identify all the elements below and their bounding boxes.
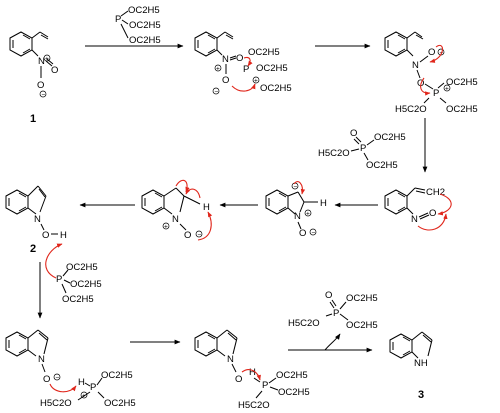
c3-nh: NH bbox=[414, 358, 428, 369]
phosphate1-oet-1: OC2H5 bbox=[374, 132, 406, 143]
int-a-o-minus: O bbox=[222, 75, 229, 86]
phosphite2-p: P bbox=[56, 274, 62, 285]
int-a-oet-2: OC2H5 bbox=[256, 63, 288, 74]
svg-text:−: − bbox=[42, 92, 46, 99]
int-a-p: P bbox=[243, 64, 249, 75]
c3b-n: N bbox=[227, 354, 234, 365]
c3a-p: P bbox=[90, 382, 96, 393]
svg-text:+: + bbox=[164, 224, 168, 231]
c3a-n: N bbox=[38, 354, 45, 365]
intermediate-b: N O − O P + OC2H5 H5C2O OC2H5 bbox=[384, 31, 478, 115]
indoline-intermediate-carbanion: H − N + O − bbox=[265, 181, 327, 239]
compound-3-indole: NH bbox=[389, 331, 433, 369]
c2-o: O bbox=[42, 230, 49, 241]
c3b-oet-2: OC2H5 bbox=[278, 387, 310, 398]
compound-label-1: 1 bbox=[30, 113, 36, 125]
compound-label-3: 3 bbox=[418, 389, 424, 401]
phosphite-oet-1: OC2H5 bbox=[128, 5, 160, 16]
int-b-h5c2o: H5C2O bbox=[395, 104, 427, 115]
svg-text:+: + bbox=[216, 66, 220, 73]
compound-label-2: 2 bbox=[30, 243, 36, 255]
svg-text:+: + bbox=[254, 78, 258, 85]
c3a-o: O bbox=[43, 374, 50, 385]
indole-proton-transfer-intermediate: N O H P OC2H5 OC2H5 H5C2O bbox=[194, 329, 310, 411]
triethyl-phosphate-byproduct-1: O P OC2H5 H5C2O OC2H5 bbox=[318, 128, 406, 171]
int-b-oet-2: OC2H5 bbox=[446, 104, 478, 115]
svg-text:+: + bbox=[306, 211, 310, 218]
int-a-o: O bbox=[236, 53, 243, 64]
svg-text:−: − bbox=[294, 184, 298, 191]
phosphate1-o: O bbox=[350, 128, 357, 139]
int-b-n: N bbox=[412, 60, 419, 71]
phosphate1-p: P bbox=[360, 143, 366, 154]
ind1-h: H bbox=[320, 198, 327, 209]
nitro-o-atom: O bbox=[51, 65, 58, 76]
int-a-n: N bbox=[222, 54, 229, 65]
nitroso-ch2: CH2 bbox=[426, 187, 445, 198]
indoline-intermediate-h-shift: H N + O − bbox=[141, 179, 213, 241]
triethyl-phosphite-attack: P OC2H5 OC2H5 OC2H5 bbox=[45, 243, 102, 305]
c3a-h5c2o: H5C2O bbox=[40, 398, 72, 409]
nitro-o-minus-atom: O bbox=[37, 80, 44, 91]
ind1-n: N bbox=[294, 211, 301, 222]
c3b-o: O bbox=[235, 374, 242, 385]
ind2-o: O bbox=[184, 230, 191, 241]
phosphate2-o: O bbox=[325, 290, 332, 301]
byproduct-release-arrow bbox=[324, 333, 341, 351]
phosphate1-h5c2o: H5C2O bbox=[318, 148, 350, 159]
c3a-oet-2: OC2H5 bbox=[104, 398, 136, 409]
nitroso-o: O bbox=[429, 208, 436, 219]
int-b-o: O bbox=[428, 47, 435, 58]
ind2-n: N bbox=[172, 214, 179, 225]
phosphate2-oet-2: OC2H5 bbox=[346, 320, 378, 331]
phosphite2-oet-2: OC2H5 bbox=[70, 279, 102, 290]
phosphate2-h5c2o: H5C2O bbox=[288, 318, 320, 329]
c3b-p: P bbox=[262, 380, 268, 391]
c3a-h: H bbox=[78, 377, 85, 388]
c2-h: H bbox=[60, 230, 67, 241]
int-a-oet-3: OC2H5 bbox=[260, 83, 292, 94]
phosphite-oet-3: OC2H5 bbox=[129, 35, 161, 46]
ind1-o: O bbox=[299, 228, 306, 239]
triethyl-phosphite-reagent: P OC2H5 OC2H5 OC2H5 bbox=[115, 5, 161, 46]
int-a-oet-1: OC2H5 bbox=[248, 47, 280, 58]
svg-text:−: − bbox=[312, 230, 316, 237]
phosphate2-oet-1: OC2H5 bbox=[346, 293, 378, 304]
phosphate1-oet-2: OC2H5 bbox=[366, 160, 398, 171]
intermediate-a: N + O O − P + OC2H5 OC2H5 OC2H5 bbox=[194, 31, 292, 96]
svg-text:−: − bbox=[56, 375, 60, 382]
nitrosostyrene: CH2 N O bbox=[384, 187, 452, 231]
nitro-n-atom: N bbox=[38, 56, 45, 67]
phosphite-p: P bbox=[115, 14, 121, 25]
c3a-oet-1: OC2H5 bbox=[101, 370, 133, 381]
c3b-oet-1: OC2H5 bbox=[276, 370, 308, 381]
phosphate2-p: P bbox=[333, 308, 339, 319]
phosphite2-oet-1: OC2H5 bbox=[66, 262, 98, 273]
int-b-p: P bbox=[433, 88, 439, 99]
svg-text:+: + bbox=[445, 86, 449, 93]
ind2-h: H bbox=[203, 202, 210, 213]
phosphite-oet-2: OC2H5 bbox=[129, 20, 161, 31]
svg-text:−: − bbox=[215, 89, 219, 96]
int-b-oet-1: OC2H5 bbox=[446, 77, 478, 88]
svg-text:−: − bbox=[198, 232, 202, 239]
phosphite2-oet-3: OC2H5 bbox=[62, 294, 94, 305]
compound-2-n-hydroxyindole: N O H bbox=[5, 185, 67, 241]
nitroso-n: N bbox=[411, 214, 418, 225]
indole-nop-intermediate: N O − H P + OC2H5 H5C2O OC2H5 bbox=[5, 329, 136, 409]
c2-n: N bbox=[34, 214, 41, 225]
c3b-h5c2o: H5C2O bbox=[238, 400, 270, 411]
triethyl-phosphate-byproduct-2: O P OC2H5 H5C2O OC2H5 bbox=[288, 290, 378, 331]
compound-1-nitrostyrene: N + O O − bbox=[9, 31, 58, 99]
c3b-h: H bbox=[249, 367, 256, 378]
